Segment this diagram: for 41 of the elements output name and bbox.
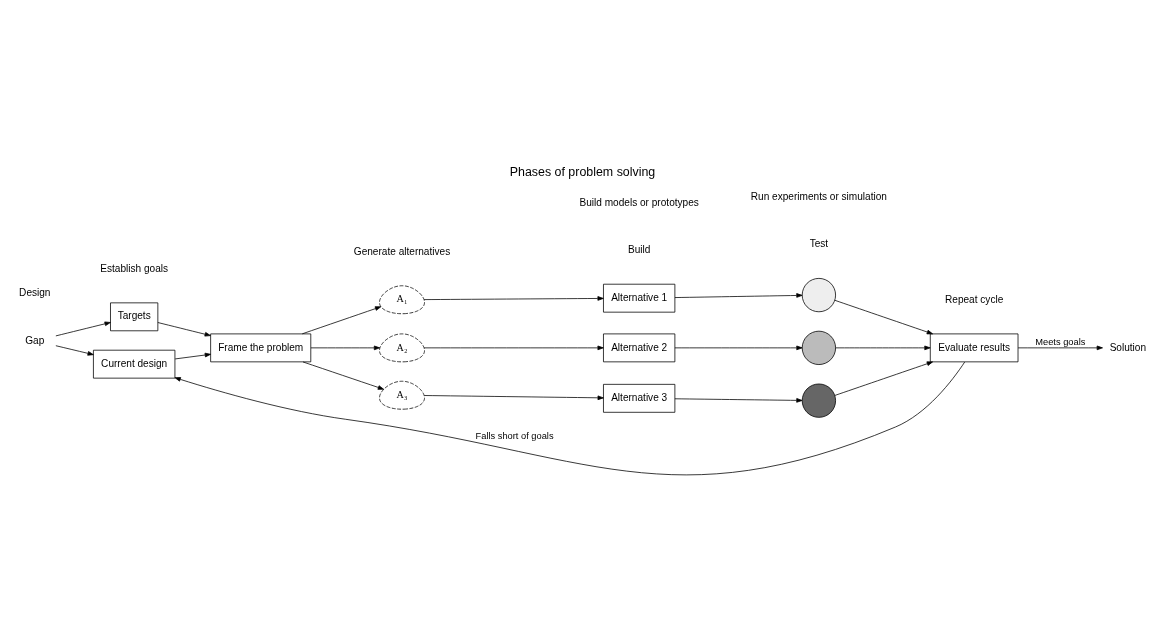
arrow: [302, 361, 384, 390]
edge-label: Meets goals: [1035, 336, 1086, 347]
edge-label: Falls short of goals: [475, 430, 554, 441]
label: Test: [809, 237, 829, 249]
label: Build: [627, 243, 651, 255]
node-box: Alternative 2: [603, 333, 676, 362]
arrow: [423, 295, 604, 301]
arrow: [55, 321, 111, 336]
node-circle: [801, 330, 836, 365]
arrow: [674, 292, 803, 298]
arrow: [174, 352, 211, 359]
diagram-title: Phases of problem solving: [509, 164, 656, 179]
arrow: [423, 394, 604, 400]
arrow: [423, 345, 604, 350]
node-box: Frame the problem: [210, 333, 312, 362]
node-circle: [801, 383, 836, 418]
arrow: [55, 344, 94, 356]
node-circle: [801, 277, 836, 312]
label: Generate alternatives: [353, 245, 451, 257]
label: Run experiments or simulation: [750, 190, 887, 202]
node-box: Alternative 1: [603, 283, 676, 313]
arrow: [1017, 345, 1103, 350]
arrow: [157, 321, 211, 336]
arrow: [174, 361, 966, 475]
label: Build models or prototypes: [579, 196, 699, 208]
arrow: [674, 397, 803, 403]
node-text: Solution: [1109, 341, 1147, 353]
arrow: [834, 299, 933, 334]
arrow: [674, 345, 803, 350]
label: Establish goals: [100, 262, 169, 274]
label: Repeat cycle: [945, 293, 1004, 305]
node-box: Current design: [93, 349, 176, 379]
node-box: Alternative 3: [603, 383, 676, 413]
arrow: [834, 360, 933, 396]
node-text: Gap: [25, 334, 45, 346]
arrow: [310, 345, 381, 350]
node-box: Targets: [110, 301, 159, 331]
label: Design: [19, 286, 51, 298]
node-box: Evaluate results: [929, 333, 1019, 362]
arrow: [835, 345, 931, 350]
arrow: [301, 305, 382, 334]
